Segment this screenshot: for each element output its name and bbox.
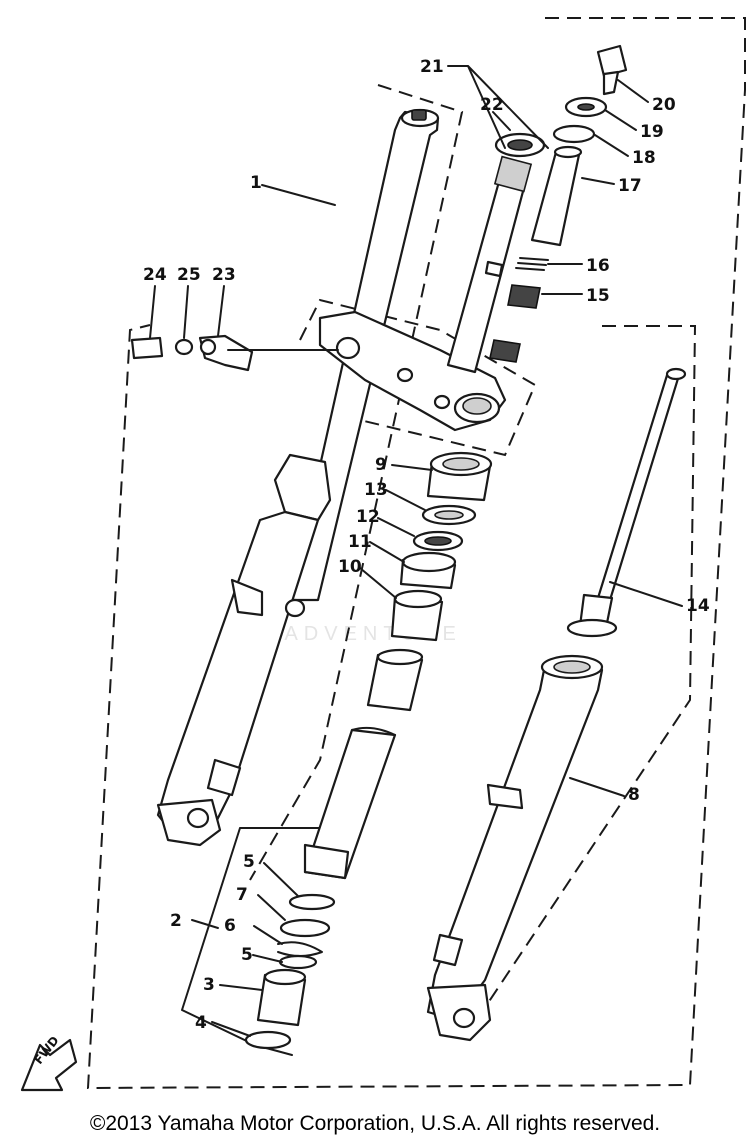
- callout-20: 20: [652, 95, 676, 115]
- callout-25: 25: [177, 265, 201, 285]
- assembly-outline-inner-tube: [469, 325, 697, 1031]
- cartridge-small-parts: [244, 893, 336, 1050]
- damper-rod: [303, 648, 424, 880]
- callout-22: 22: [480, 95, 504, 115]
- callout-24: 24: [143, 265, 167, 285]
- callout-9: 9: [375, 455, 387, 475]
- callout-2: 2: [170, 911, 182, 931]
- callout-8: 8: [628, 785, 640, 805]
- steering-bracket: [318, 132, 546, 432]
- callout-4: 4: [195, 1013, 207, 1033]
- callout-13: 13: [364, 480, 388, 500]
- bearing-stack: [390, 451, 493, 642]
- exploded-parts-diagram: LEADVENTURE: [20, 17, 746, 1092]
- fork-outer-tube-right: [426, 654, 604, 1042]
- assembly-outline-bracket: [299, 298, 537, 457]
- callout-7: 7: [236, 885, 248, 905]
- callout-23: 23: [212, 265, 236, 285]
- upper-small-parts: [489, 44, 628, 363]
- callout-15: 15: [586, 286, 610, 306]
- leader-lines: [149, 65, 683, 1037]
- callout-14: 14: [686, 596, 710, 616]
- clamp-and-bolt: [130, 334, 254, 372]
- callout-5b: 5: [241, 945, 253, 965]
- callout-16: 16: [586, 256, 610, 276]
- callout-18: 18: [632, 148, 656, 168]
- callout-3: 3: [203, 975, 215, 995]
- callout-10: 10: [338, 557, 362, 577]
- callout-11: 11: [348, 532, 372, 552]
- assembly-outline-outer: [86, 17, 746, 1090]
- copyright-notice: ©2013 Yamaha Motor Corporation, U.S.A. A…: [89, 1112, 661, 1135]
- callout-6: 6: [224, 916, 236, 936]
- callout-labels: 1 2 3 4 5 5 6 7 8 9 10 11 12 13 14 15 16…: [143, 57, 710, 1033]
- callout-19: 19: [640, 122, 664, 142]
- callout-5a: 5: [243, 852, 255, 872]
- fork-inner-rod: [566, 367, 687, 638]
- fwd-arrow-icon: FWD: [20, 1033, 78, 1092]
- callout-21: 21: [420, 57, 444, 77]
- assembly-outline-fork-upper: [249, 84, 464, 881]
- callout-12: 12: [356, 507, 380, 527]
- callout-17: 17: [618, 176, 642, 196]
- callout-1: 1: [250, 173, 262, 193]
